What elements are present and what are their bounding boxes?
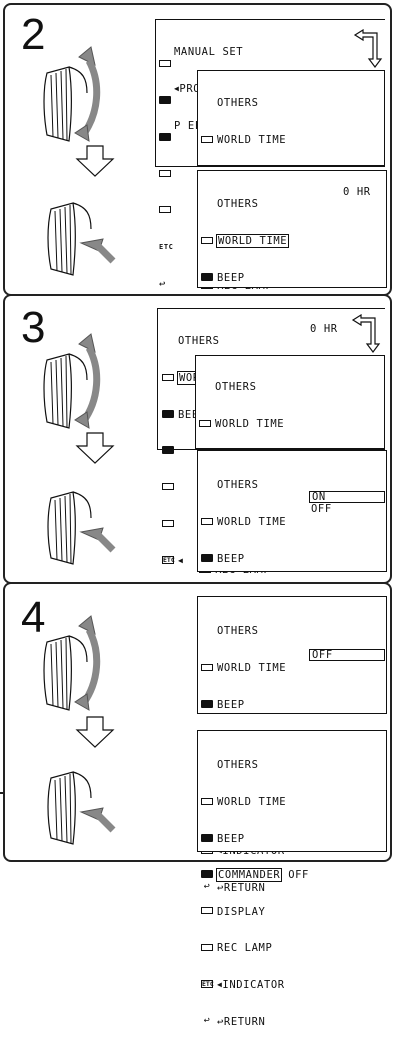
menu-item-display[interactable]: DISPLAY [201,906,309,918]
camera-set-icon [162,374,174,381]
menu-item-world-time[interactable]: WORLD TIME [201,796,309,808]
others-screen: OTHERS WORLD TIME BEEP COMMANDER◀ON DISP… [197,596,387,714]
vcr-icon [159,133,171,141]
menu-item-return[interactable]: ↩↩RETURN [201,1016,309,1028]
step-3-panel: 3 OTHERS WORLD TIME BEEP ETC◀ ↩ 0 HR [3,294,392,584]
menu-title: OTHERS [199,381,300,393]
down-arrow-icon [75,145,115,177]
camera-set-icon [159,60,171,67]
tape-icon [201,944,213,951]
menu-item-world-time[interactable]: WORLD TIME [201,134,286,146]
menu-item-indicator[interactable]: ETC◀INDICATOR [201,979,309,991]
page-edge-mark [0,792,4,794]
return-icon: ↩ [201,1016,213,1026]
menu-title: OTHERS [201,97,286,109]
menu-item-world-time[interactable]: WORLD TIME [201,662,301,674]
tape-icon [162,520,174,527]
menu-item-world-time[interactable]: WORLD TIME [201,516,287,528]
menu-title: OTHERS [201,625,301,637]
tape-icon [159,206,171,213]
manual-set-screen: MANUAL SET ◀PROGRAM AE P EFFECT ETC ↩ OT… [155,19,385,167]
camera-set-icon [201,237,213,244]
step-4-panel: 4 OTHERS WORLD TIME BEEP COMMANDER◀ON DI… [3,582,392,862]
down-arrow-icon [75,716,115,748]
camera-icon [162,410,174,418]
lcd-icon [162,483,174,490]
menu-title: OTHERS [201,198,288,210]
menu-item-commander[interactable]: COMMANDER OFF [201,869,309,881]
commander-value: OFF [288,869,309,881]
others-screen-result: OTHERS WORLD TIME BEEP COMMANDER OFF DIS… [197,730,387,852]
etc-label: ETC [159,241,201,253]
down-arrow-icon [75,432,115,464]
camera-set-icon [201,798,213,805]
dial-press-icon [37,470,117,570]
camera-icon [201,273,213,281]
menu-item-rec-lamp[interactable]: REC LAMP [201,942,309,954]
return-icon[interactable]: ↩ [159,278,201,290]
dial-press-icon [37,181,117,281]
camera-set-icon [201,518,213,525]
dial-turn-icon [33,330,113,432]
option-on-selected[interactable]: ON [309,491,385,503]
others-submenu-screen: OTHERS WORLD TIME BEEP COMMANDER DISPLAY… [197,70,385,166]
camera-icon [159,96,171,104]
option-off-selected[interactable]: OFF [309,649,385,661]
etc-icon: ETC [201,980,213,988]
others-submenu-screen: OTHERS WORLD TIME BEEP COMMANDER ON DISP… [195,355,385,449]
vcr-icon [201,870,213,878]
others-screen: OTHERS WORLD TIME BEEP COMMANDER DISPLAY… [197,170,387,288]
others-screen: OTHERS WORLD TIME BEEP COMMANDER◀ DISPLA… [197,450,387,572]
menu-title: OTHERS [201,759,309,771]
camera-icon [201,700,213,708]
vcr-icon [162,446,174,454]
corner-arrow-icon [351,314,385,354]
dial-turn-icon [33,612,113,714]
etc-icon: ETC [162,556,174,564]
camera-set-icon [199,420,211,427]
menu-title: OTHERS [162,335,249,347]
option-off[interactable]: OFF [311,503,332,515]
menu-item-beep[interactable]: BEEP [201,272,288,284]
world-time-value: 0 HR [343,186,371,198]
world-time-value: 0 HR [310,323,338,335]
manual-set-icons: ETC ↩ [159,34,201,315]
menu-title: OTHERS [201,479,287,491]
dial-press-icon [37,750,117,850]
step-2-panel: 2 MANUAL SET ◀PROGRAM AE P EFFECT ETC [3,3,392,296]
dial-turn-icon [33,43,113,145]
menu-item-world-time[interactable]: WORLD TIME [201,235,288,247]
camera-set-icon [201,136,213,143]
camera-set-icon [201,664,213,671]
menu-item-world-time[interactable]: WORLD TIME [199,418,300,430]
menu-item-beep[interactable]: BEEP [201,833,309,845]
camera-icon [201,554,213,562]
camera-icon [201,834,213,842]
corner-arrow-icon [353,29,387,69]
menu-item-beep[interactable]: BEEP [201,553,287,565]
lcd-icon [159,170,171,177]
menu-item-beep[interactable]: BEEP [201,699,301,711]
lcd-icon [201,907,213,914]
others-menu: OTHERS WORLD TIME BEEP COMMANDER OFF DIS… [201,735,309,1052]
